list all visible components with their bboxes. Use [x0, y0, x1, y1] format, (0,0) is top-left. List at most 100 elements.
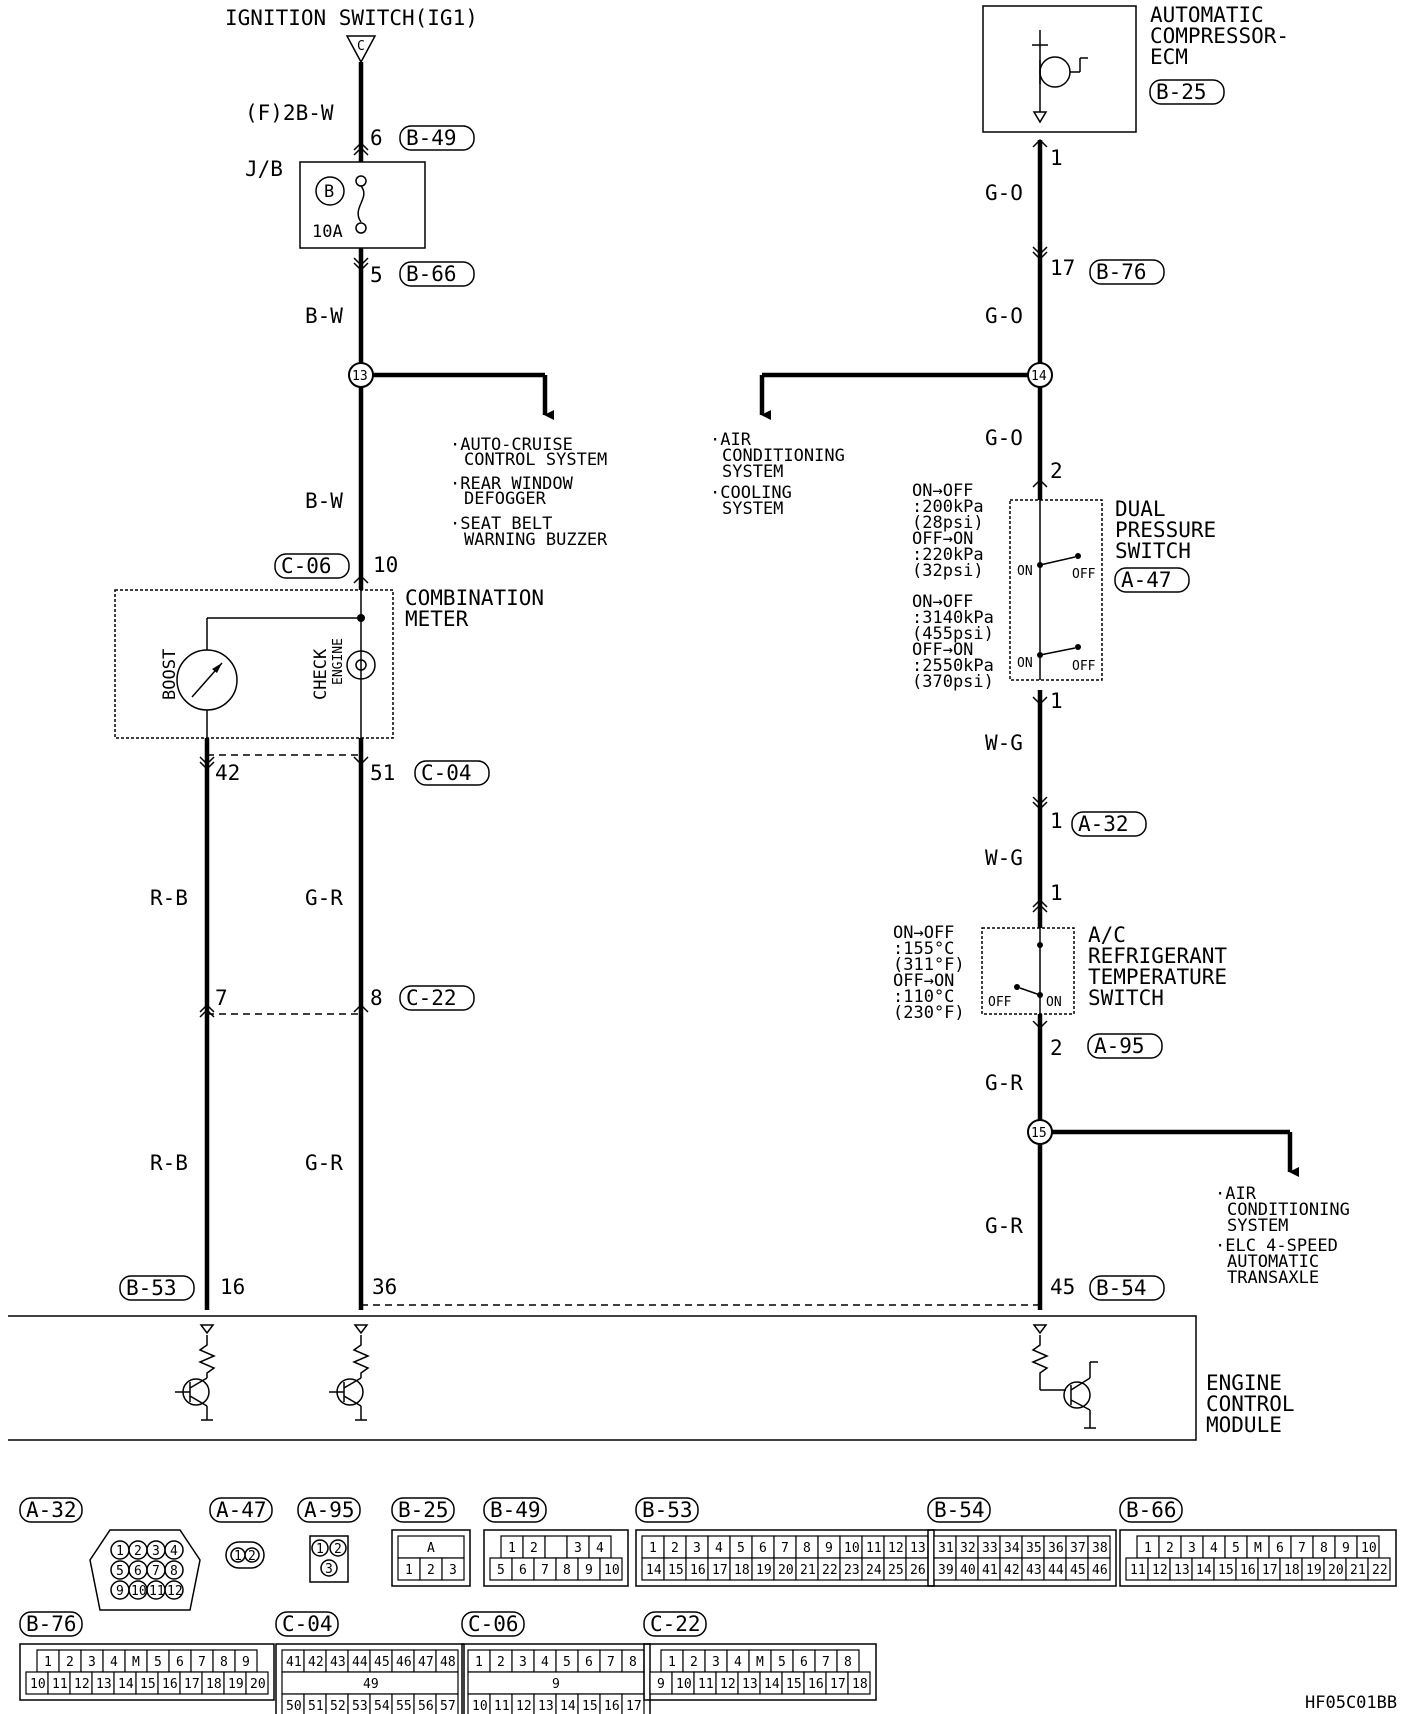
pin-label: 9 [552, 1677, 560, 1692]
pin-label: 10 [131, 1584, 147, 1599]
pin-label: 1 [316, 1542, 324, 1557]
svg-text:·ELC 4-SPEED: ·ELC 4-SPEED [1215, 1236, 1338, 1256]
pin-label: A [427, 1541, 435, 1556]
connector-view-label: A-32 [26, 1498, 77, 1522]
connector-label-a32: A-32 [1071, 811, 1147, 837]
pin-label: 4 [170, 1544, 178, 1559]
pin-label: 9 [657, 1677, 665, 1692]
svg-text:B-49: B-49 [406, 126, 457, 150]
pin-r2: 2 [1050, 459, 1063, 483]
check-engine-label-1: CHECK [311, 648, 331, 700]
dual-pressure-label-3: SWITCH [1115, 539, 1191, 563]
pin-label: 22 [1372, 1563, 1388, 1578]
pin-r1d: 1 [1050, 881, 1063, 905]
pin-label: 20 [250, 1677, 266, 1692]
connector-view-label: C-22 [650, 1612, 701, 1636]
wire-color-g-o-3: G-O [985, 426, 1023, 450]
combination-meter-label-1: COMBINATION [405, 586, 544, 610]
svg-text:CONTROL SYSTEM: CONTROL SYSTEM [464, 450, 607, 470]
junction-14: 14 [1027, 362, 1053, 388]
svg-text:TRANSAXLE: TRANSAXLE [1227, 1268, 1319, 1288]
pin-label: 23 [844, 1563, 860, 1578]
svg-text::155°C: :155°C [893, 939, 954, 959]
pin-label: 2 [427, 1563, 435, 1578]
svg-text:DEFOGGER: DEFOGGER [464, 489, 547, 509]
ecm-transistor-3 [1031, 1324, 1098, 1429]
combination-meter-label-2: METER [405, 607, 469, 631]
pin-label: 17 [626, 1699, 642, 1714]
pin-label: 56 [418, 1699, 434, 1714]
drawing-id: HF05C01BB [1305, 1693, 1397, 1713]
pin-label: 4 [1210, 1541, 1218, 1556]
pin-label: 17 [830, 1677, 846, 1692]
compressor-ecm-label-2: COMPRESSOR- [1150, 24, 1289, 48]
svg-text:·REAR WINDOW: ·REAR WINDOW [450, 474, 574, 494]
connector-label-b53: B-53 [119, 1275, 195, 1301]
pin-label: 10 [844, 1541, 860, 1556]
pin-label: 2 [671, 1541, 679, 1556]
pin-label: 12 [720, 1677, 736, 1692]
svg-text:CONDITIONING: CONDITIONING [722, 446, 845, 466]
pin-label: 1 [405, 1563, 413, 1578]
pin-label: 11 [698, 1677, 714, 1692]
pin-label: 24 [866, 1563, 882, 1578]
pin-label: 38 [1092, 1541, 1108, 1556]
pin-label: 4 [734, 1655, 742, 1670]
svg-text:OFF: OFF [1072, 659, 1096, 674]
svg-text::220kPa: :220kPa [912, 545, 984, 565]
pin-label: 22 [822, 1563, 838, 1578]
pin-label: 1 [116, 1544, 124, 1559]
pin-label: 11 [1130, 1563, 1146, 1578]
pin-label: 11 [149, 1584, 165, 1599]
svg-text:A-47: A-47 [1121, 568, 1172, 592]
pin-label: 9 [585, 1563, 593, 1578]
svg-text:B-25: B-25 [1156, 80, 1207, 104]
svg-text:OFF: OFF [1072, 567, 1096, 582]
svg-text:B-53: B-53 [126, 1276, 177, 1300]
pin-label: 14 [646, 1563, 662, 1578]
pin-label: 31 [938, 1541, 954, 1556]
pin-label: 46 [1092, 1563, 1108, 1578]
wire-color-g-r-3: G-R [985, 1071, 1023, 1095]
pin-label: M [756, 1655, 764, 1670]
pin-label: 18 [1284, 1563, 1300, 1578]
svg-text:SYSTEM: SYSTEM [722, 462, 783, 482]
svg-text:·AIR: ·AIR [1215, 1184, 1257, 1204]
pin-label: 3 [519, 1655, 527, 1670]
pin-label: 1 [475, 1655, 483, 1670]
connector-view-label: A-47 [216, 1498, 267, 1522]
svg-text:ON→OFF: ON→OFF [912, 481, 973, 501]
svg-text:A-32: A-32 [1078, 812, 1129, 836]
pin-label: 6 [176, 1655, 184, 1670]
pin-label: 19 [756, 1563, 772, 1578]
svg-text:OFF: OFF [988, 995, 1012, 1010]
pin-label: 17 [184, 1677, 200, 1692]
svg-text:AUTOMATIC: AUTOMATIC [1227, 1252, 1319, 1272]
wire-color-b-w-1: B-W [305, 304, 343, 328]
pin-label: 42 [1004, 1563, 1020, 1578]
svg-text:(28psi): (28psi) [912, 513, 984, 533]
boost-label: BOOST [160, 649, 180, 700]
svg-text:C-22: C-22 [406, 986, 457, 1010]
connector-label-c22: C-22 [399, 985, 475, 1011]
connector-view-label: C-06 [468, 1612, 519, 1636]
pin-label: 54 [374, 1699, 390, 1714]
pin-label: 12 [74, 1677, 90, 1692]
pin-label: 13 [1174, 1563, 1190, 1578]
wire-color-b-w-2: B-W [305, 489, 343, 513]
pin-label: M [132, 1655, 140, 1670]
pin-label: 13 [910, 1541, 926, 1556]
svg-text:OFF→ON: OFF→ON [893, 971, 954, 991]
svg-text:B-54: B-54 [1096, 1276, 1147, 1300]
pin-label: 15 [668, 1563, 684, 1578]
pin-label: 12 [1152, 1563, 1168, 1578]
pin-label: 13 [742, 1677, 758, 1692]
pin-label: 7 [1298, 1541, 1306, 1556]
connector-view-label: B-53 [642, 1498, 693, 1522]
connector-view-label: B-49 [490, 1498, 541, 1522]
pin-label: 6 [759, 1541, 767, 1556]
